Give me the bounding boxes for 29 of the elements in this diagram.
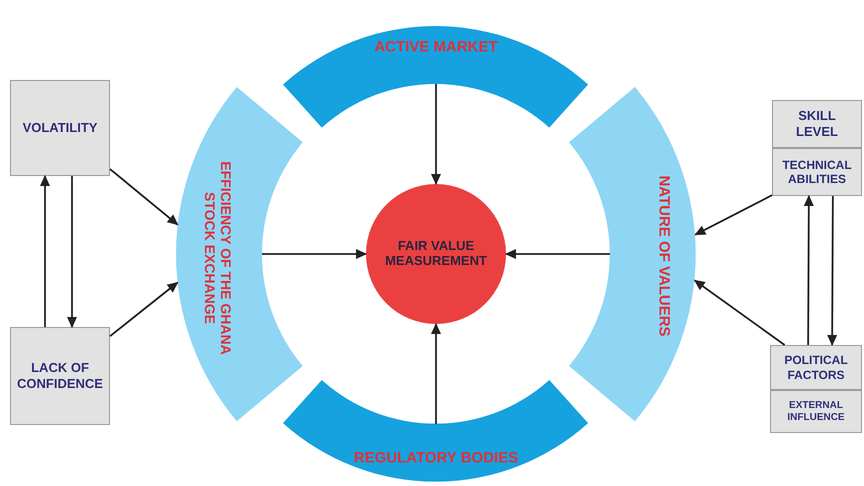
factor-box bbox=[772, 100, 862, 148]
box-label: LACK OF CONFIDENCE bbox=[16, 360, 104, 392]
box-label: EXTERNAL INFLUENCE bbox=[786, 400, 846, 424]
factor-box bbox=[772, 148, 862, 196]
segment-label: NATURE OF VALUERS bbox=[655, 174, 673, 339]
arrow bbox=[262, 249, 367, 259]
arrow bbox=[505, 249, 610, 259]
segment-label: ACTIVE MARKET bbox=[373, 38, 499, 56]
arrow bbox=[109, 168, 178, 226]
box-label: TECHNICAL ABILITIES bbox=[781, 158, 853, 186]
arrow bbox=[109, 282, 178, 337]
segment-label: REGULATORY BODIES bbox=[352, 449, 520, 467]
factor-box bbox=[10, 327, 110, 425]
box-label: VOLATILITY bbox=[22, 120, 98, 136]
segment-label: EFFICIENCY OF THE GHANA STOCK EXCHANGE bbox=[202, 160, 234, 357]
arrow bbox=[694, 194, 772, 236]
arrow bbox=[804, 195, 814, 345]
arrow bbox=[694, 280, 786, 346]
factor-box bbox=[770, 345, 862, 390]
arrow bbox=[431, 323, 441, 424]
arrow bbox=[431, 84, 441, 185]
box-label: SKILL LEVEL bbox=[795, 108, 839, 140]
arrow bbox=[40, 175, 50, 327]
circle-label: FAIR VALUE MEASUREMENT bbox=[384, 239, 488, 269]
factor-box bbox=[770, 390, 862, 433]
factor-box bbox=[10, 80, 110, 176]
arrow bbox=[827, 196, 838, 346]
box-label: POLITICAL FACTORS bbox=[783, 353, 849, 382]
arrow bbox=[67, 176, 77, 328]
